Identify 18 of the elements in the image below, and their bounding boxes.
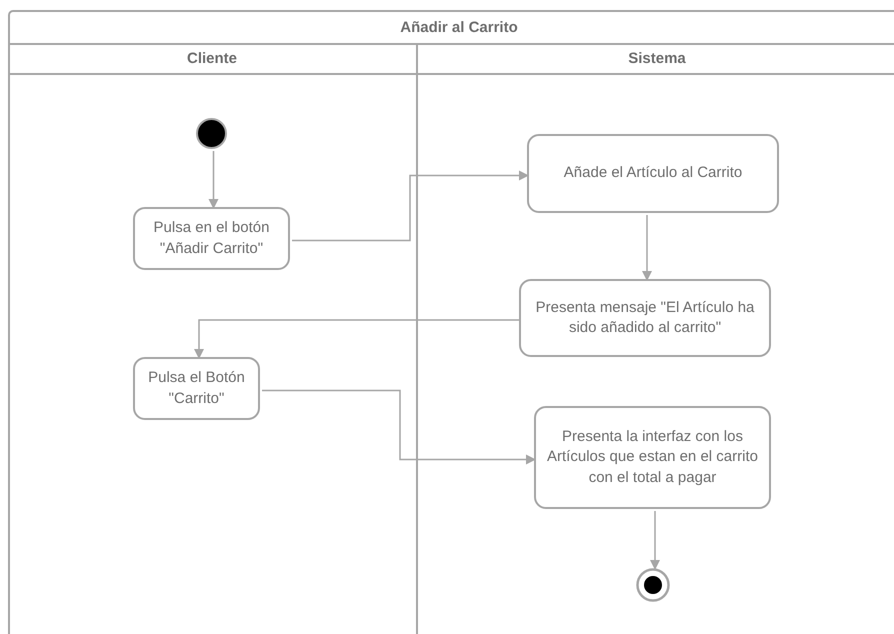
activity-box: Presenta mensaje "El Artículo ha sido añadido al carrito" bbox=[519, 279, 771, 357]
activity-box: Añade el Artículo al Carrito bbox=[527, 134, 779, 213]
lane-heading: Añadir al Carrito bbox=[10, 12, 894, 45]
lane-heading: Cliente bbox=[8, 43, 416, 75]
arrow bbox=[194, 319, 521, 359]
arrow bbox=[650, 511, 660, 570]
arrow bbox=[642, 215, 652, 281]
swimlane bbox=[8, 43, 418, 634]
activity-box: Presenta la interfaz con los Artículos que estan en el carrito con el total a pagar bbox=[534, 406, 771, 509]
end-node bbox=[636, 568, 670, 602]
arrow bbox=[292, 170, 529, 242]
activity-box: Pulsa en el botón "Añadir Carrito" bbox=[133, 207, 290, 270]
lane-heading: Sistema bbox=[418, 43, 894, 75]
activity-box: Pulsa el Botón "Carrito" bbox=[133, 357, 260, 420]
arrow bbox=[208, 151, 218, 209]
pool bbox=[8, 10, 894, 634]
arrow bbox=[262, 390, 536, 464]
start-node bbox=[196, 118, 227, 149]
